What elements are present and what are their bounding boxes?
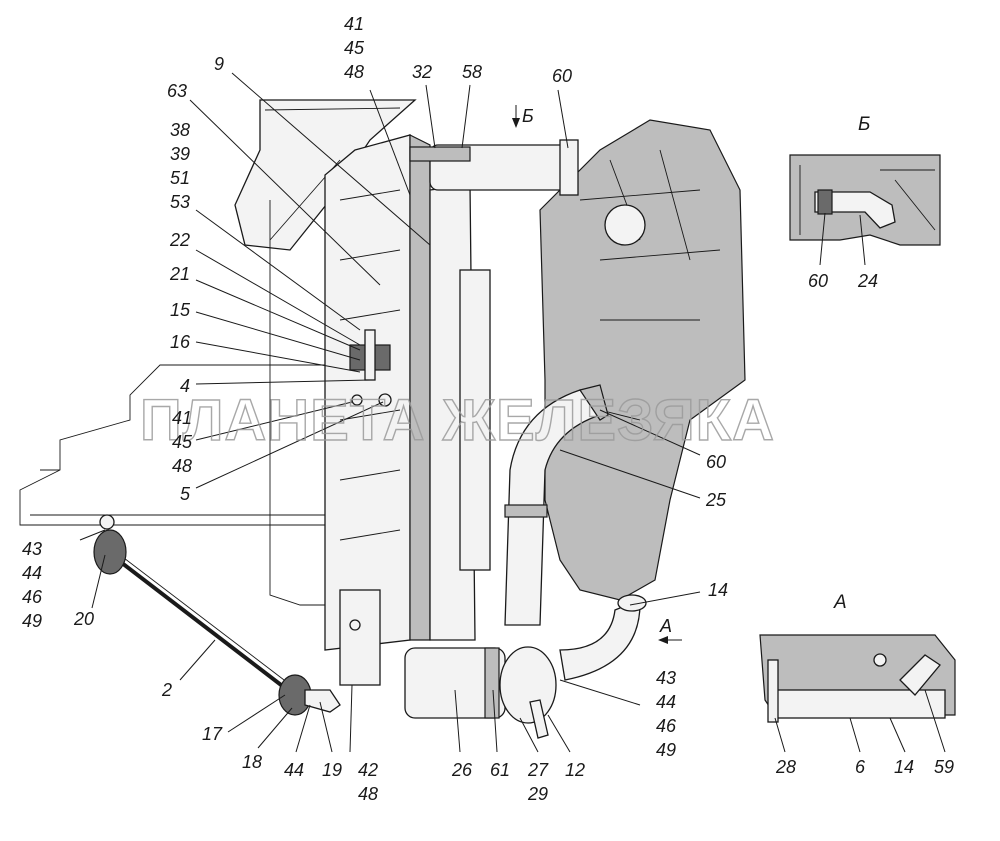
view-a-arrow-label: А xyxy=(659,616,672,636)
callout-44-bot: 44 xyxy=(284,760,304,780)
callout-46-left: 46 xyxy=(22,587,43,607)
a-tank xyxy=(774,689,946,719)
bracket-bolt-1 xyxy=(349,619,361,631)
callout-43-right: 43 xyxy=(656,668,676,688)
callout-61: 61 xyxy=(490,760,510,780)
callout-41-mid: 41 xyxy=(172,408,192,428)
curved-hose xyxy=(504,389,602,626)
callout-22: 22 xyxy=(169,230,190,250)
callout-60-mid: 60 xyxy=(706,452,726,472)
hose-clamp-top xyxy=(579,384,609,421)
tie-rod-edge xyxy=(119,554,289,684)
cushion-bolt xyxy=(364,329,376,381)
bracket-bolt-3 xyxy=(351,394,363,406)
callout-16: 16 xyxy=(170,332,191,352)
hose-14-end xyxy=(617,594,647,612)
callout-29: 29 xyxy=(527,784,548,804)
callout-17: 17 xyxy=(202,724,223,744)
callout-41-top: 41 xyxy=(344,14,364,34)
detail-view-b xyxy=(789,154,941,266)
lower-pipe-clamp xyxy=(484,647,500,719)
callout-a-28: 28 xyxy=(775,757,796,777)
callout-19: 19 xyxy=(322,760,342,780)
callout-20: 20 xyxy=(73,609,94,629)
callout-43-left: 43 xyxy=(22,539,42,559)
support-rod xyxy=(269,200,330,606)
callout-5: 5 xyxy=(180,484,191,504)
callout-b-24: 24 xyxy=(857,271,878,291)
watermark-text: ПЛАНЕТА ЖЕЛЕЗЯКА xyxy=(140,388,775,453)
callout-a-6: 6 xyxy=(855,757,866,777)
callout-49-left: 49 xyxy=(22,611,42,631)
lower-bracket xyxy=(339,589,381,686)
callout-45-top: 45 xyxy=(344,38,365,58)
callout-42: 42 xyxy=(358,760,378,780)
callout-49-right: 49 xyxy=(656,740,676,760)
callout-44-right: 44 xyxy=(656,692,676,712)
callout-48-top: 48 xyxy=(344,62,364,82)
callout-21: 21 xyxy=(169,264,190,284)
callout-26: 26 xyxy=(451,760,473,780)
callout-32: 32 xyxy=(412,62,432,82)
drain-tap xyxy=(529,699,549,739)
callout-39: 39 xyxy=(170,144,190,164)
leader-lines xyxy=(79,72,701,753)
rod-mount-upper xyxy=(93,529,127,575)
a-hose-59 xyxy=(899,654,941,696)
lower-elbow xyxy=(499,646,557,724)
callout-63: 63 xyxy=(167,81,187,101)
callout-53: 53 xyxy=(170,192,190,212)
upper-pipe-flange xyxy=(559,139,579,196)
view-arrow-b-head xyxy=(512,118,520,128)
b-clamp xyxy=(817,189,833,215)
upper-clamp xyxy=(409,146,471,162)
engine-port xyxy=(604,204,646,246)
view-arrow-a-head xyxy=(658,636,668,644)
detail-view-a xyxy=(759,634,956,753)
a-bracket-28 xyxy=(767,659,779,723)
callout-48-mid: 48 xyxy=(172,456,192,476)
callout-14-main: 14 xyxy=(708,580,728,600)
callout-a-14: 14 xyxy=(894,757,914,777)
callout-46-right: 46 xyxy=(656,716,677,736)
main-assembly-view xyxy=(19,99,746,739)
callout-27: 27 xyxy=(527,760,549,780)
callout-60-top: 60 xyxy=(552,66,572,86)
callout-38: 38 xyxy=(170,120,190,140)
radiator-fins xyxy=(339,189,401,541)
hose-14 xyxy=(559,599,641,681)
view-b-arrow-label: Б xyxy=(522,106,534,126)
engine-block xyxy=(539,119,746,601)
callout-18: 18 xyxy=(242,752,262,772)
callout-15: 15 xyxy=(170,300,191,320)
view-b-title: Б xyxy=(858,114,870,135)
hose-clamp-mid xyxy=(504,504,548,518)
callout-12: 12 xyxy=(565,760,585,780)
intercooler-panel xyxy=(459,269,491,571)
callout-4: 4 xyxy=(180,376,190,396)
callout-2: 2 xyxy=(161,680,172,700)
callout-25: 25 xyxy=(705,490,727,510)
a-fitting xyxy=(873,653,887,667)
callout-58: 58 xyxy=(462,62,482,82)
callout-44-left: 44 xyxy=(22,563,42,583)
b-engine-detail xyxy=(799,165,936,235)
callout-9: 9 xyxy=(214,54,224,74)
rod-mount-upper-bolt xyxy=(99,514,115,530)
view-a-title: А xyxy=(833,592,847,613)
tie-rod xyxy=(116,558,287,690)
callout-51: 51 xyxy=(170,168,190,188)
callout-48-bot: 48 xyxy=(358,784,378,804)
callout-45-mid: 45 xyxy=(172,432,193,452)
callout-b-60: 60 xyxy=(808,271,828,291)
rod-lower-bracket xyxy=(304,689,341,713)
callout-labels: 41 45 48 9 63 32 58 60 38 39 51 53 22 21… xyxy=(22,14,954,804)
callout-a-59: 59 xyxy=(934,757,954,777)
